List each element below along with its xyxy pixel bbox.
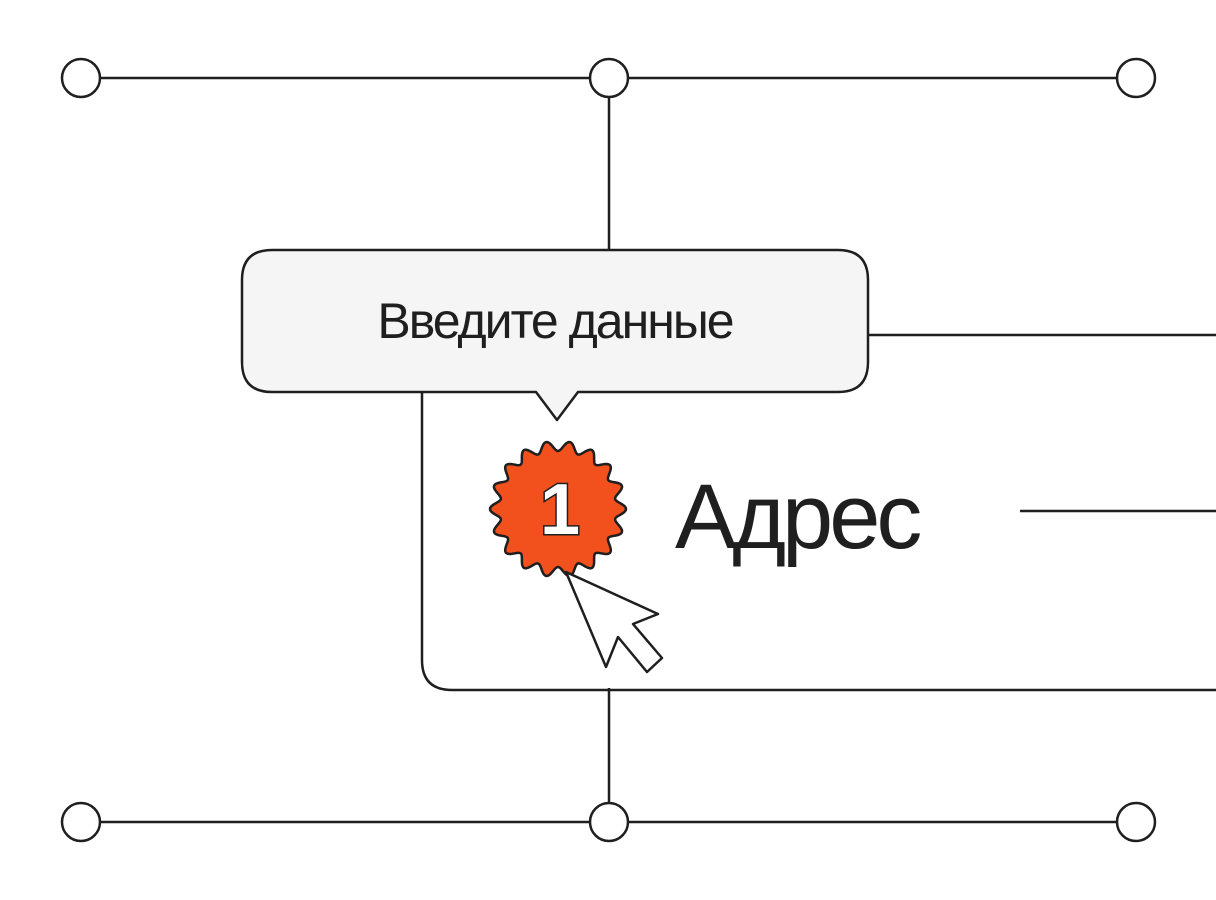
node-bottom-right: [1115, 801, 1157, 843]
step-card-outline: [420, 333, 1216, 692]
step-badge: [488, 440, 628, 578]
node-top-left: [60, 57, 102, 99]
cursor-arrow-icon: [564, 570, 664, 674]
node-bottom-center: [588, 801, 630, 843]
tooltip-bubble: [240, 248, 870, 422]
node-top-right: [1115, 57, 1157, 99]
step-title: Адрес: [675, 466, 922, 568]
tooltip-text: Введите данные: [377, 293, 734, 349]
node-bottom-left: [60, 801, 102, 843]
node-top-center: [588, 57, 630, 99]
step-number: 1: [538, 469, 581, 552]
